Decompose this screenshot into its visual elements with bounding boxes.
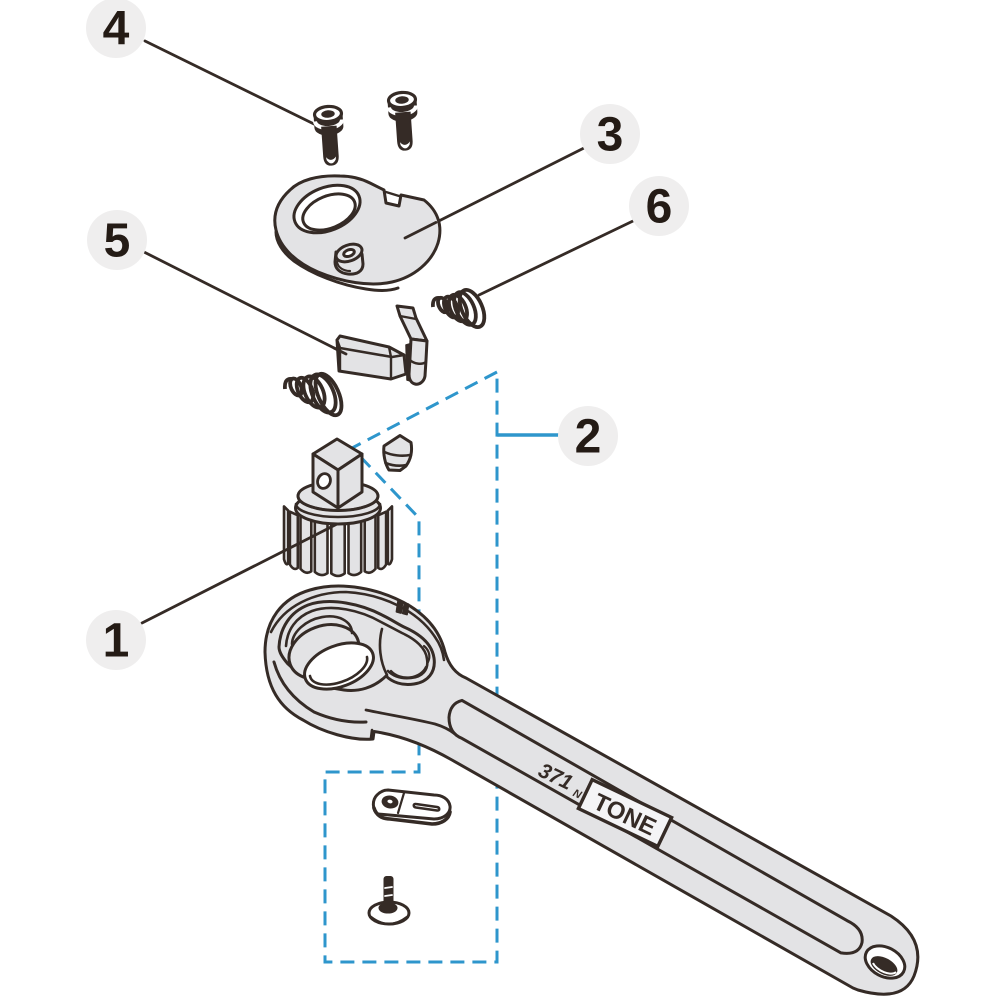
svg-text:1: 1 [103,615,130,668]
svg-text:3: 3 [597,109,624,162]
svg-text:6: 6 [646,181,673,234]
svg-text:2: 2 [575,411,602,464]
svg-text:4: 4 [103,3,130,56]
svg-text:5: 5 [104,215,131,268]
